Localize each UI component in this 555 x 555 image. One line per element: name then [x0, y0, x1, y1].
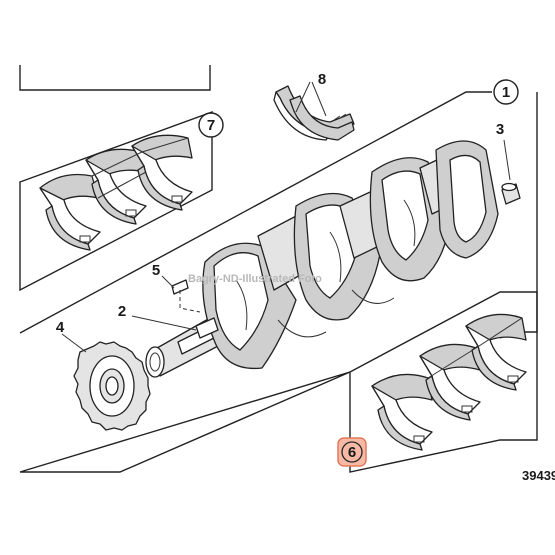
svg-text:6: 6 — [348, 444, 356, 461]
callout-thrust-washers: 8 — [318, 71, 326, 88]
label-dowel: 3 — [496, 121, 504, 138]
woodruff-key — [131, 315, 219, 339]
callout-lower-bearings[interactable]: 6 — [337, 437, 367, 467]
watermark: Bagry-ND-Illustrated Foto — [188, 273, 322, 285]
callout-upper-bearings: 7 — [198, 112, 224, 138]
svg-text:1: 1 — [502, 84, 510, 101]
dowel-pin — [501, 139, 521, 205]
lower-bearings-panel — [349, 291, 538, 473]
label-gear: 4 — [56, 319, 65, 336]
label-key: 2 — [118, 303, 126, 320]
top-left-panel — [19, 65, 211, 91]
lower-bearing-shells — [371, 313, 527, 451]
locating-pin — [161, 275, 201, 313]
crankshaft — [145, 140, 499, 378]
callout-assembly: 1 — [493, 79, 519, 105]
thrust-washers — [273, 81, 355, 141]
upper-bearings-panel — [19, 110, 213, 292]
svg-text:8: 8 — [318, 71, 326, 88]
svg-text:7: 7 — [207, 117, 215, 134]
crankshaft-gear — [61, 333, 151, 431]
label-pin: 5 — [152, 262, 160, 279]
reference-number: 39439 — [522, 468, 555, 483]
upper-bearing-shells — [39, 134, 193, 251]
